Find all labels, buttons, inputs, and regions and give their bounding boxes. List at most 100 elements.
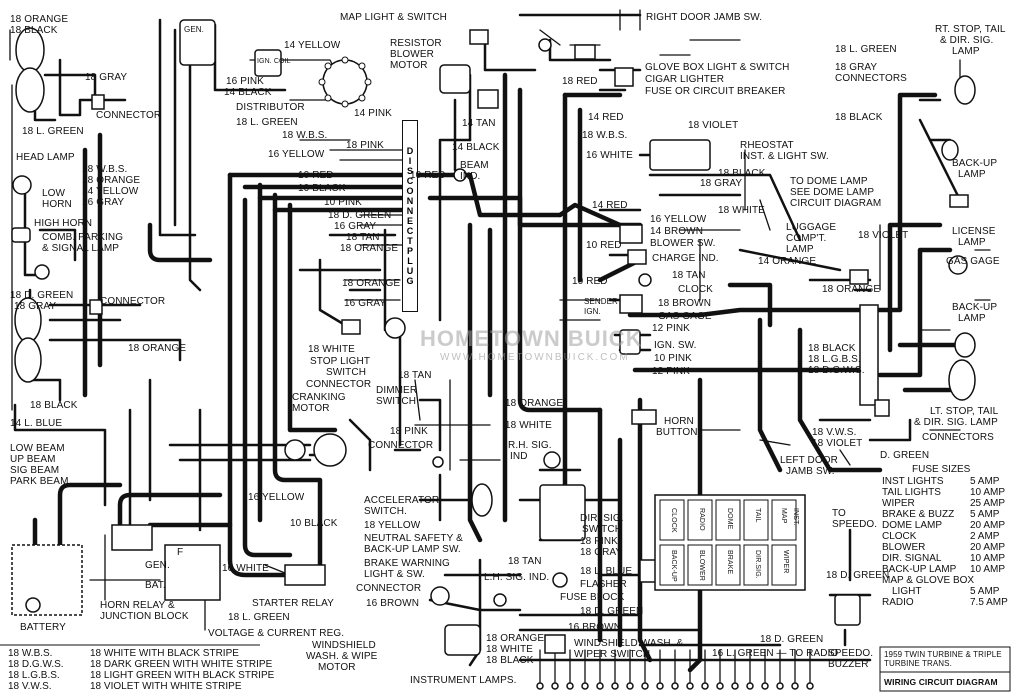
wire-label: 10 RED — [572, 276, 608, 287]
disconnect-plug-right — [859, 304, 879, 406]
beam-indicator — [453, 168, 467, 182]
generator — [179, 19, 216, 66]
fuse-row-amp: 5 AMP — [970, 509, 1000, 520]
map-light — [469, 29, 489, 45]
component-label: SWITCH. — [364, 506, 407, 517]
rh-signal-indicator — [543, 451, 561, 469]
plug-letter: S — [406, 166, 413, 176]
component-label: CRANKING MOTOR — [292, 392, 346, 414]
wire-label: 18 GRAY — [835, 62, 878, 73]
wire-label: 18 ORANGE — [10, 14, 69, 25]
distributor-terminals — [318, 56, 372, 108]
connector-top-left — [91, 94, 105, 110]
component-label: & SIGNAL LAMP — [42, 243, 120, 254]
wire-label: 18 VIOLET — [858, 230, 909, 241]
component-label: FUSE OR CIRCUIT BREAKER — [645, 86, 786, 97]
component-label: CHARGE IND. — [652, 253, 719, 264]
dir-signal-switch — [539, 484, 586, 541]
wire-label: 18 ORANGE — [342, 278, 401, 289]
wire-label: 16 BROWN — [366, 598, 420, 609]
component-label: BUZZER — [828, 659, 869, 670]
connector-label: CONNECTOR — [368, 440, 434, 451]
component-label: BACK-UP — [952, 158, 998, 169]
fuse-row-name: LIGHT — [892, 586, 922, 597]
connector-left — [89, 299, 103, 315]
wire-label: 18 D. GREEN — [826, 570, 890, 581]
connector-label: CONNECTOR — [306, 379, 372, 390]
diagram-title: WIRING CIRCUIT DIAGRAM — [884, 677, 998, 687]
left-door-jamb-switch — [874, 399, 890, 417]
component-label: & DIR. SIG. LAMP — [914, 417, 998, 428]
resistor — [477, 89, 499, 109]
fuse-row-name: RADIO — [882, 597, 914, 608]
wire-label: 18 L. BLUE — [580, 566, 633, 577]
wire-label: 18 WHITE — [505, 420, 552, 431]
wire-label: 18 BLACK — [486, 655, 534, 666]
wire-label: 16 WHITE — [586, 150, 633, 161]
stop-light-switch — [341, 319, 361, 335]
lt-stop-lamp — [948, 359, 976, 401]
backup-lamp-upper — [941, 139, 959, 161]
plug-letter: N — [406, 196, 414, 206]
component-label: WINDSHIELD WASH. & — [574, 638, 684, 649]
connector-label: CONNECTORS — [835, 73, 907, 84]
wire-label: 18 WHITE — [718, 205, 765, 216]
fuse-row-amp: 10 AMP — [970, 553, 1006, 564]
wire-label: 18 D.G.W.S. — [808, 365, 865, 376]
wire-label: 18 ORANGE — [128, 343, 187, 354]
fuse-row-name: WIPER — [882, 498, 915, 509]
wire-label: 14 YELLOW — [82, 186, 139, 197]
component-label: JUNCTION BLOCK — [100, 611, 189, 622]
component-label: LOW BEAM — [10, 443, 65, 454]
fuse-cell-label: CLOCK — [670, 508, 677, 533]
rheostat-light-switch — [649, 139, 711, 171]
battery-box — [11, 544, 83, 616]
legend-desc: 18 DARK GREEN WITH WHITE STRIPE — [90, 659, 273, 670]
wire-label: 18 PINK — [346, 140, 384, 151]
component-label: LAMP — [958, 237, 986, 248]
plug-letter: I — [408, 156, 412, 166]
plug-letter: G — [406, 276, 414, 286]
wire-label: 18 BLACK — [718, 168, 766, 179]
wire-label: 10 BLACK — [290, 518, 338, 529]
component-label: LEFT DOOR — [780, 455, 838, 466]
component-label: R.H. SIG. — [508, 440, 552, 451]
wiper-switch — [544, 634, 566, 654]
wire-label: 18 TAN — [346, 232, 380, 243]
solenoid — [284, 439, 306, 461]
wire-label: 18 BLACK — [808, 343, 856, 354]
wire-label: 14 BLACK — [452, 142, 500, 153]
watermark-brand: HOMETOWN BUICK — [420, 326, 643, 351]
wire-label: 18 GRAY — [700, 178, 743, 189]
speedo-buzzer — [834, 594, 861, 626]
legend-code: 18 D.G.W.S. — [8, 659, 64, 670]
lh-signal-indicator — [552, 572, 568, 588]
component-label: MOTOR — [390, 60, 428, 71]
component-label: SWITCH — [582, 524, 623, 535]
plug-letter: E — [406, 216, 413, 226]
wire-label: 16 GRAY — [344, 298, 387, 309]
wire-label: 18 D. GREEN — [580, 606, 644, 617]
wire-label: 18 L.G.B.S. — [808, 354, 861, 365]
component-label: LOW HORN — [42, 188, 72, 210]
fuse-row-amp: 5 AMP — [970, 476, 1000, 487]
cranking-motor — [313, 433, 347, 467]
component-label: ACCELERATOR — [364, 495, 440, 506]
wire-label: 16 GRAY — [334, 221, 377, 232]
component-label: BRAKE WARNING — [364, 558, 450, 569]
component-label: HIGH HORN — [34, 218, 93, 229]
cigar-lighter — [614, 67, 634, 87]
fuse-row-name: TAIL LIGHTS — [882, 487, 941, 498]
component-label: COMP'T. — [786, 233, 827, 244]
wire-label: 16 YELLOW — [268, 149, 325, 160]
voltage-regulator — [164, 544, 221, 601]
wire-label: 18 D. GREEN — [760, 634, 824, 645]
fuse-cell-label: BLOWER — [698, 550, 705, 581]
component-label: LAMP — [958, 169, 986, 180]
wire-label: 18 VIOLET — [812, 438, 863, 449]
wire-label: 16 L. GREEN — TO RADIO — [712, 648, 839, 659]
component-label: BUTTON — [656, 427, 698, 438]
component-label: GEN. — [184, 25, 204, 34]
rt-stop-lamp — [954, 75, 976, 105]
plug-letter: P — [406, 246, 413, 256]
